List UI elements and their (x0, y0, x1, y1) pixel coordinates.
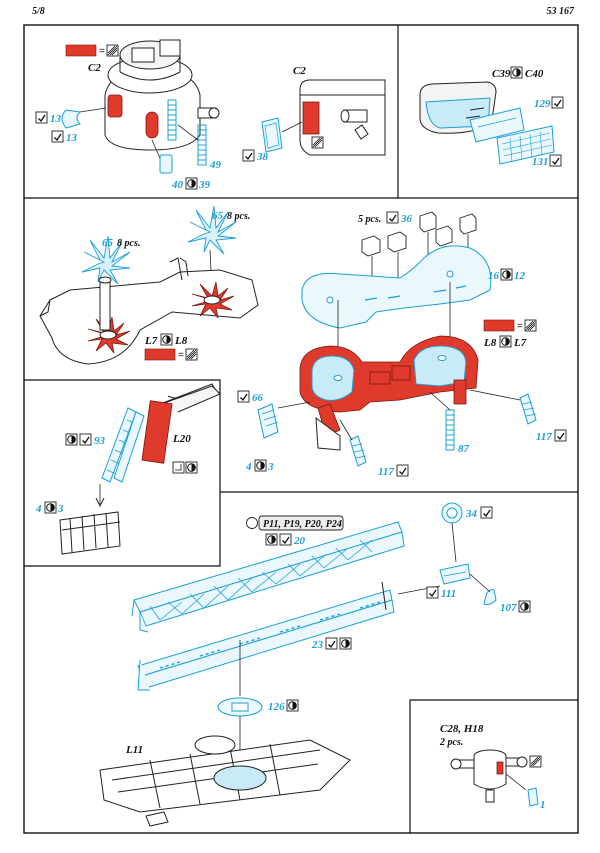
page-number: 5/8 (32, 6, 45, 17)
fold-opposite-icon (510, 66, 523, 79)
label-4-deck: 4 (245, 461, 252, 473)
label-117a: 117 (378, 466, 394, 478)
pcs-8b: 8 pcs. (227, 211, 250, 222)
label-93: 93 (94, 435, 106, 447)
label-38: 38 (256, 151, 269, 163)
part-ref-c2: C2 (88, 62, 101, 74)
bend-icon (426, 586, 439, 599)
label-40: 40 (171, 179, 184, 191)
ladder-panel: L20 93 4 3 (35, 383, 221, 555)
label-49: 49 (209, 159, 222, 171)
part-ref-l8-right: L8 (483, 337, 497, 349)
label-20: 20 (293, 535, 306, 547)
fold-opposite-icon (286, 699, 299, 712)
pcs-8a: 8 pcs. (117, 238, 140, 249)
part-ref-c40: C40 (525, 68, 544, 80)
fold-opposite-icon (185, 177, 198, 190)
part-ref-c2-side: C2 (293, 65, 306, 77)
label-117b: 117 (536, 431, 552, 443)
bend-icon (386, 211, 399, 224)
deck-left-panel: 65 8 pcs. 65 8 pcs. L7 L8 (39, 205, 259, 365)
fold-opposite-icon (500, 268, 513, 281)
fold-opposite-icon (44, 501, 57, 514)
part-ref-c28-h18: C28, H18 (440, 723, 484, 735)
turret-side-panel: C2 38 (242, 65, 386, 163)
fold-opposite-icon (518, 600, 531, 613)
bend-icon (396, 464, 409, 477)
label-3-ladder: 3 (57, 503, 64, 515)
fold-opposite-icon (499, 335, 512, 348)
pcs-5: 5 pcs. (358, 214, 381, 225)
label-13b: 13 (66, 132, 78, 144)
optional-part-icon (172, 461, 185, 474)
label-23: 23 (311, 639, 324, 651)
paint-hatch-icon (530, 756, 541, 767)
label-126: 126 (268, 701, 285, 713)
bend-icon (279, 533, 292, 546)
plastic-part-icon (246, 517, 258, 529)
label-34: 34 (465, 508, 478, 520)
part-ref-l8: L8 (174, 335, 188, 347)
part-ref-l11: L11 (125, 744, 143, 756)
label-36: 36 (400, 213, 413, 225)
label-16: 16 (488, 270, 500, 282)
deck-right-panel: 5 pcs. 36 16 12 L8 L7 (237, 211, 567, 478)
bend-icon (51, 130, 64, 143)
bend-icon (325, 637, 338, 650)
label-107: 107 (500, 602, 517, 614)
bend-icon (237, 390, 250, 403)
label-12: 12 (514, 270, 526, 282)
paint-swatch-equals-icon (65, 44, 119, 58)
label-111: 111 (441, 588, 456, 600)
fold-opposite-icon (185, 461, 198, 474)
bend-icon (35, 111, 48, 124)
paint-hatch-icon (312, 137, 323, 148)
label-1: 1 (540, 799, 546, 811)
fold-opposite-icon (160, 333, 173, 346)
part-ref-l20: L20 (172, 433, 191, 445)
fold-opposite-icon (65, 433, 78, 446)
crane-parts-tag: P11, P19, P20, P24 (263, 519, 342, 530)
fold-opposite-icon (265, 533, 278, 546)
paint-swatch-equals-icon (144, 348, 198, 362)
bend-icon (480, 506, 493, 519)
label-87: 87 (458, 443, 470, 455)
bend-icon (549, 154, 562, 167)
part-ref-c39: C39 (492, 68, 511, 80)
label-65a: 65 (102, 237, 114, 249)
bend-icon (242, 149, 255, 162)
part-ref-l7-right: L7 (513, 337, 527, 349)
label-39: 39 (198, 179, 211, 191)
bend-icon (79, 433, 92, 446)
label-3-deck: 3 (267, 461, 274, 473)
bend-icon (554, 429, 567, 442)
label-66: 66 (252, 392, 264, 404)
fold-opposite-icon (254, 459, 267, 472)
paint-swatch-equals-icon (483, 319, 537, 333)
part-ref-l7: L7 (144, 335, 158, 347)
shield-panel: C39 C40 129 131 (419, 66, 564, 168)
kit-code: 53 167 (546, 6, 575, 17)
bend-icon (551, 96, 564, 109)
fold-opposite-icon (339, 637, 352, 650)
detail-panel: C28, H18 2 pcs. 1 (439, 723, 546, 811)
label-131: 131 (532, 156, 549, 168)
frame (23, 24, 579, 834)
label-4-ladder: 4 (35, 503, 42, 515)
label-65b: 65 (212, 210, 224, 222)
label-129: 129 (534, 98, 551, 110)
pcs-2: 2 pcs. (439, 737, 463, 748)
crane-panel: P11, P19, P20, P24 20 23 34 111 107 (99, 502, 531, 827)
turret-panel: C2 13 13 40 39 49 (35, 39, 222, 191)
label-13a: 13 (50, 113, 62, 125)
